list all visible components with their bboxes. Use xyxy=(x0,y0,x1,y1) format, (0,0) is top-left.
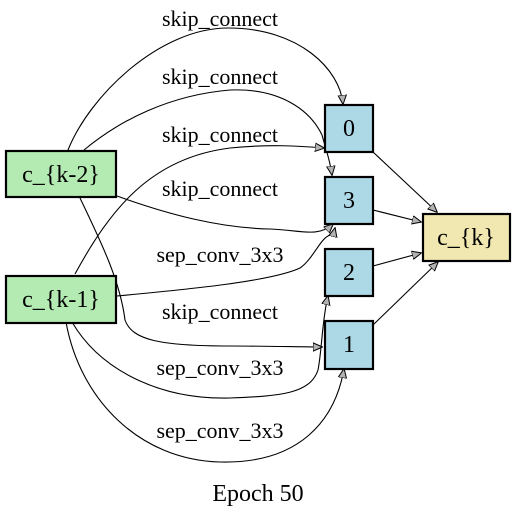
edge-ck2-to-0 xyxy=(67,27,343,151)
edge-3-to-ck xyxy=(372,209,421,222)
edge-ck1-to-3 xyxy=(116,228,335,297)
node-ck2-label: c_{k-2} xyxy=(22,162,100,188)
node-ck1: c_{k-1} xyxy=(4,274,118,325)
node-2-box xyxy=(323,247,375,298)
node-0-label: 0 xyxy=(343,116,355,142)
edge-label-ck2-to-2: skip_connect xyxy=(162,176,278,201)
edge-2-to-ck xyxy=(372,253,421,267)
edge-label-ck2-to-1: skip_connect xyxy=(162,299,278,324)
edge-label-ck2-to-3: skip_connect xyxy=(162,64,278,89)
edges xyxy=(65,27,438,463)
node-ck-box xyxy=(421,212,512,263)
node-0-box xyxy=(323,103,375,154)
node-ck: c_{k} xyxy=(421,212,512,263)
edge-label-ck1-to-1: sep_conv_3x3 xyxy=(156,418,283,443)
node-ck1-box xyxy=(4,274,118,325)
node-ck2: c_{k-2} xyxy=(4,149,118,199)
edge-ck2-to-1 xyxy=(79,197,322,347)
node-3-label: 3 xyxy=(343,188,355,214)
node-1-box xyxy=(323,319,375,371)
diagram-caption: Epoch 50 xyxy=(212,481,303,507)
edge-label-ck1-to-0: skip_connect xyxy=(162,122,278,147)
node-2: 2 xyxy=(323,247,375,298)
node-2-label: 2 xyxy=(343,260,355,286)
edge-0-to-ck xyxy=(372,151,437,212)
edge-ck1-to-1 xyxy=(65,321,344,463)
edge-1-to-ck xyxy=(372,262,438,326)
edge-label-ck1-to-2: sep_conv_3x3 xyxy=(156,355,283,380)
node-3-box xyxy=(323,175,375,226)
edge-label-ck2-to-0: skip_connect xyxy=(162,6,278,31)
node-1-label: 1 xyxy=(343,332,355,358)
edge-ck2-to-2 xyxy=(116,195,333,232)
node-ck2-box xyxy=(4,149,118,199)
node-ck-label: c_{k} xyxy=(437,225,495,251)
edge-label-ck1-to-3: sep_conv_3x3 xyxy=(156,242,283,267)
node-3: 3 xyxy=(323,175,375,226)
node-ck1-label: c_{k-1} xyxy=(22,287,100,313)
edge-labels: skip_connect skip_connect skip_connect s… xyxy=(156,6,283,443)
node-0: 0 xyxy=(323,103,375,154)
edge-ck1-to-2 xyxy=(71,296,328,399)
node-1: 1 xyxy=(323,319,375,371)
edge-ck1-to-0 xyxy=(74,146,324,275)
